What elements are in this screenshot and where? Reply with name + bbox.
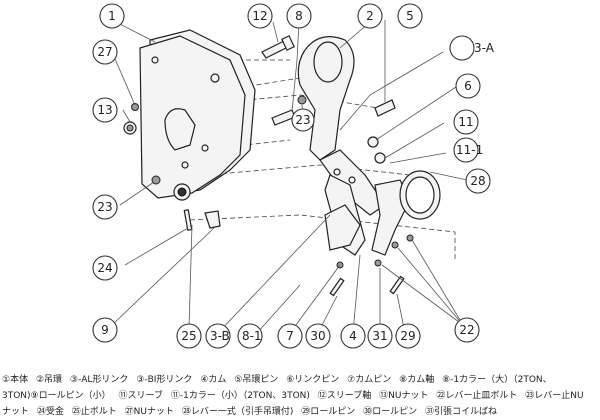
callout-30: 30 bbox=[305, 323, 331, 349]
callout-1: 1 bbox=[99, 3, 125, 29]
legend-item: ㉛引張コイルばね bbox=[425, 407, 498, 417]
callout-9: 9 bbox=[92, 317, 118, 343]
legend-item: ㉓レバー止NU bbox=[525, 391, 584, 401]
callout-24: 24 bbox=[92, 255, 118, 281]
callout-label-25: 25 bbox=[181, 329, 196, 343]
callout-5: 5 bbox=[397, 3, 423, 29]
callout-label-23-left: 23 bbox=[97, 200, 112, 214]
callout-label-30: 30 bbox=[310, 329, 325, 343]
legend-item: ⑫スリーブ軸 bbox=[317, 391, 372, 401]
callout-label-2: 2 bbox=[366, 9, 374, 23]
legend-item: ㉒レバー止皿ボルト bbox=[436, 391, 518, 401]
callout-label-11: 11 bbox=[458, 115, 473, 129]
callout-11: 11 bbox=[453, 109, 479, 135]
callout-4: 4 bbox=[340, 323, 366, 349]
legend-item: ①本体 bbox=[2, 375, 29, 385]
callout-label-12: 12 bbox=[252, 9, 267, 23]
callout-27: 27 bbox=[92, 39, 118, 65]
legend-item: ⑤吊環ピン bbox=[234, 375, 279, 385]
legend-item: ㉘レバー一式（引手吊環付) bbox=[181, 407, 294, 417]
legend-item: ㉚ロールピン bbox=[363, 407, 418, 417]
callout-label-3-b: 3-B bbox=[210, 329, 230, 343]
callout-label-7: 7 bbox=[286, 329, 294, 343]
legend-item: ⑧-1カラー（大）（2TON、 bbox=[442, 375, 552, 385]
legend-item: 3TON)⑨ロールピン（小） bbox=[2, 391, 111, 401]
legend-row-3: ナット ㉔受金 ㉕止ボルト ㉗NUナット ㉘レバー一式（引手吊環付) ㉙ロールピ… bbox=[2, 404, 598, 420]
legend-item: ④カム bbox=[200, 375, 227, 385]
callout-label-6: 6 bbox=[464, 79, 472, 93]
legend-item: ⑪スリーブ bbox=[118, 391, 163, 401]
callout-12: 12 bbox=[247, 3, 273, 29]
callout-3-a: 3-A bbox=[449, 35, 495, 61]
lever-assembly bbox=[371, 170, 441, 256]
callout-label-22: 22 bbox=[459, 323, 474, 337]
legend-item: ㉕止ボルト bbox=[71, 407, 117, 417]
legend-item: ㉗NUナット bbox=[124, 407, 174, 417]
callout-8-1: 8-1 bbox=[237, 323, 263, 349]
callout-label-28: 28 bbox=[470, 174, 485, 188]
legend-row-2: 3TON)⑨ロールピン（小） ⑪スリーブ ⑪-1カラー（小）（2TON、3TON… bbox=[2, 388, 598, 404]
callout-label-8: 8 bbox=[295, 9, 303, 23]
legend-row-1: ①本体 ②吊環 ③-AL形リンク ③-BI形リンク ④カム ⑤吊環ピン ⑥リンク… bbox=[2, 372, 598, 388]
legend-item: ⑧カム軸 bbox=[399, 375, 435, 385]
callout-label-27: 27 bbox=[97, 45, 112, 59]
legend-item: ③-AL形リンク bbox=[69, 375, 129, 385]
callout-31: 31 bbox=[367, 323, 393, 349]
legend-item: ナット bbox=[2, 407, 30, 417]
callout-13: 13 bbox=[92, 97, 118, 123]
callout-23-center: 23 bbox=[291, 108, 315, 132]
parts-legend: ①本体 ②吊環 ③-AL形リンク ③-BI形リンク ④カム ⑤吊環ピン ⑥リンク… bbox=[2, 372, 598, 420]
callout-11-1: 11-1 bbox=[453, 137, 483, 163]
callout-7: 7 bbox=[277, 323, 303, 349]
callout-label-4: 4 bbox=[349, 329, 357, 343]
callout-label-13: 13 bbox=[97, 103, 112, 117]
callout-23-left: 23 bbox=[92, 194, 118, 220]
callout-3-b: 3-B bbox=[205, 323, 231, 349]
legend-item: ⑪-1カラー（小）（2TON、3TON) bbox=[170, 391, 310, 401]
link-assembly bbox=[319, 149, 386, 256]
callout-label-29: 29 bbox=[400, 329, 415, 343]
callout-29: 29 bbox=[395, 323, 421, 349]
callout-label-24: 24 bbox=[97, 261, 112, 275]
callout-2: 2 bbox=[357, 3, 383, 29]
exploded-parts-diagram: 1 2 3-A 5 6 8 11 11-1 12 13 23 23 24 27 … bbox=[92, 3, 495, 349]
callout-label-9: 9 bbox=[101, 323, 109, 337]
legend-item: ⑬NUナット bbox=[379, 391, 429, 401]
legend-item: ㉔受金 bbox=[36, 407, 64, 417]
callout-label-3-a: 3-A bbox=[474, 41, 495, 55]
callout-label-11-1: 11-1 bbox=[456, 143, 483, 157]
legend-item: ②吊環 bbox=[35, 375, 63, 385]
callout-label-8-1: 8-1 bbox=[242, 329, 262, 343]
legend-item: ㉙ロールピン bbox=[301, 407, 356, 417]
callout-8: 8 bbox=[286, 3, 312, 29]
callout-22: 22 bbox=[454, 317, 480, 343]
legend-item: ⑦カムピン bbox=[347, 375, 392, 385]
callout-label-5: 5 bbox=[406, 9, 414, 23]
callout-label-1: 1 bbox=[108, 9, 116, 23]
lifting-ring bbox=[297, 36, 355, 161]
callout-28: 28 bbox=[465, 168, 491, 194]
callout-6: 6 bbox=[455, 73, 481, 99]
legend-item: ③-BI形リンク bbox=[136, 375, 193, 385]
legend-item: ⑥リンクピン bbox=[286, 375, 340, 385]
main-body bbox=[139, 29, 256, 199]
callout-label-23-center: 23 bbox=[295, 113, 310, 127]
callout-label-31: 31 bbox=[372, 329, 387, 343]
callout-25: 25 bbox=[176, 323, 202, 349]
